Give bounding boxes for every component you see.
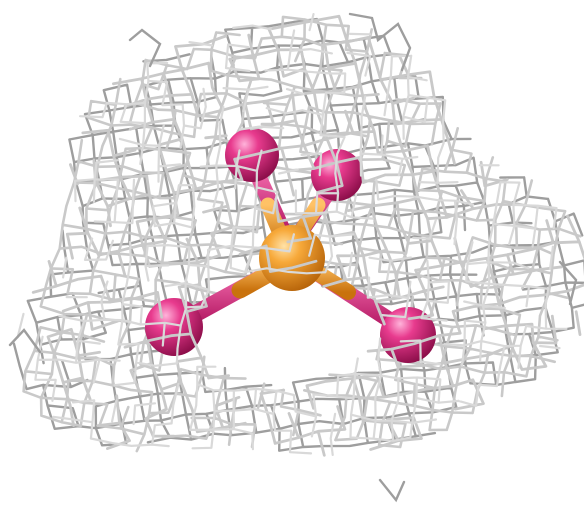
- atom-central-sphere: [259, 225, 325, 291]
- mesh-wire: [16, 13, 568, 456]
- density-mesh-front: [8, 12, 584, 503]
- mesh-filaments: [8, 12, 578, 503]
- atom-upper-right-sphere: [311, 149, 363, 201]
